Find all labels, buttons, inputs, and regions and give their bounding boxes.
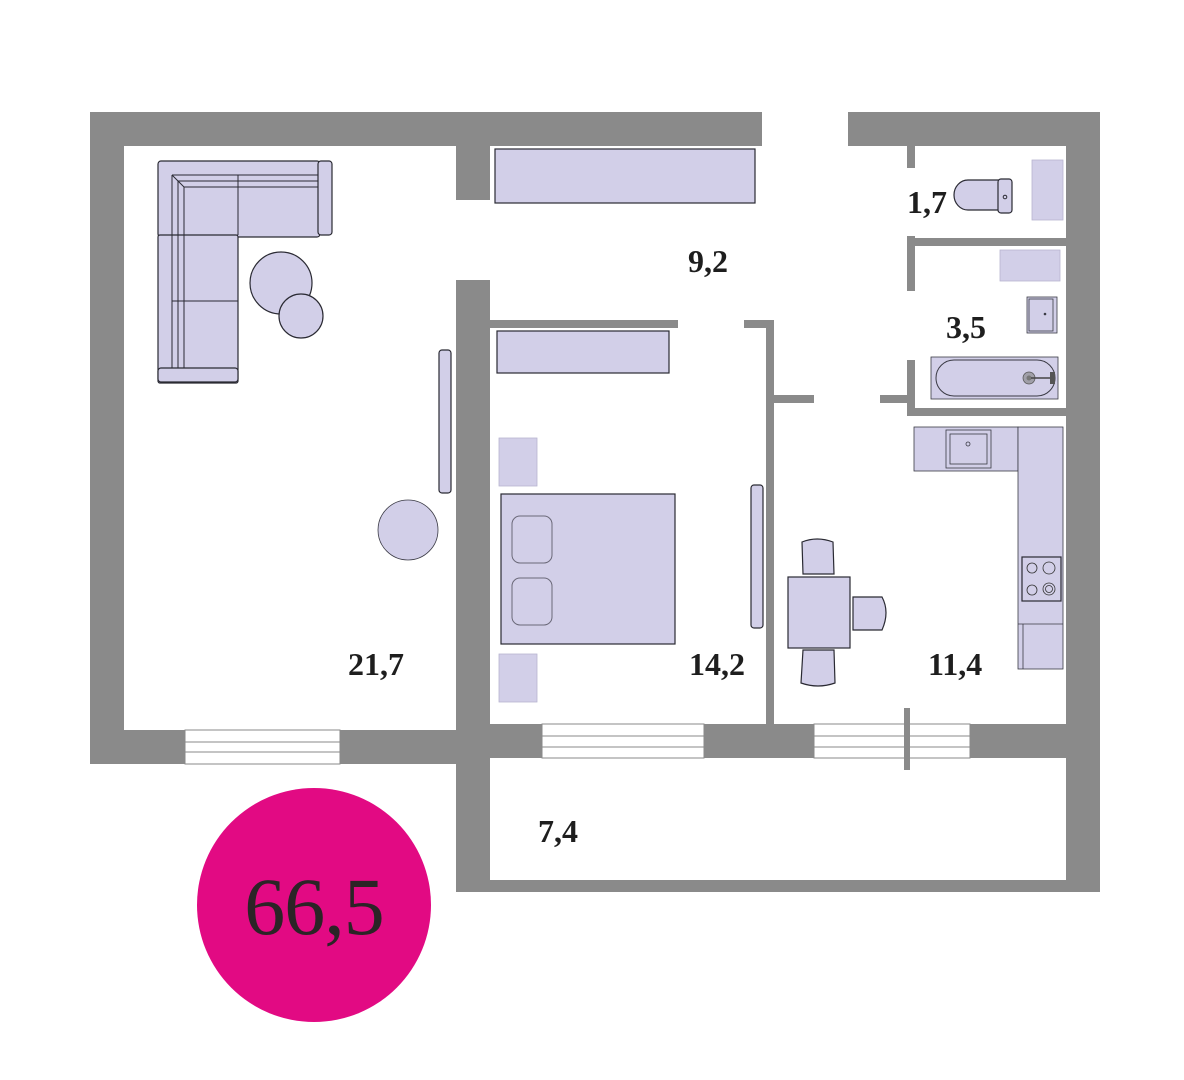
nightstand-top (498, 437, 538, 487)
corner-sofa (157, 160, 333, 384)
area-label-balcony: 7,4 (538, 813, 578, 849)
total-area-badge: 66,5 (197, 788, 431, 1022)
kitchen-counter (913, 426, 1064, 670)
toilet-fixture (953, 178, 1013, 214)
window-bedroom (541, 723, 705, 759)
area-label-bedroom: 14,2 (689, 646, 745, 682)
bathroom-cabinet (999, 249, 1061, 282)
tv-stand-bedroom (750, 484, 764, 629)
area-label-hallway: 9,2 (688, 243, 728, 279)
windows (184, 708, 971, 770)
coffee-table-small (278, 293, 324, 339)
bedroom-wardrobe (496, 330, 670, 374)
area-label-kitchen: 11,4 (928, 646, 983, 682)
window-kitchen (813, 708, 971, 770)
nightstand-bottom (498, 653, 538, 703)
walls (90, 112, 1100, 892)
total-area-value: 66,5 (244, 861, 384, 952)
window-living (184, 729, 341, 765)
bathtub (930, 356, 1059, 400)
round-table-living (377, 499, 439, 561)
area-label-bathroom: 3,5 (946, 309, 986, 345)
dining-set (787, 538, 887, 687)
toilet-cabinet (1031, 159, 1064, 221)
stove (1021, 556, 1062, 602)
washbasin (1026, 296, 1058, 334)
tv-stand-living (438, 349, 452, 494)
bed (500, 493, 676, 645)
hallway-wardrobe (494, 148, 756, 204)
area-label-toilet: 1,7 (907, 184, 947, 220)
area-label-living-room: 21,7 (348, 646, 404, 682)
